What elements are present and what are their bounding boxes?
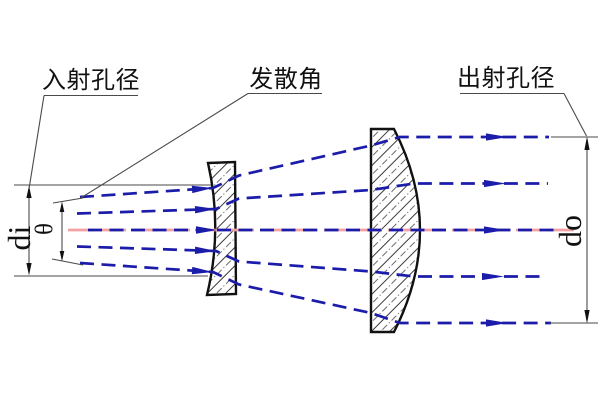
leader-line — [28, 95, 45, 190]
label-leaders — [28, 92, 587, 199]
entry-ray-arrowheads — [191, 185, 217, 275]
dimension-arrowhead — [59, 251, 65, 262]
angle-tick — [51, 258, 84, 266]
laser-ray-top — [79, 135, 549, 199]
dimension-arrowhead — [584, 310, 590, 324]
ray-arrowhead — [196, 226, 217, 234]
ray-arrowhead — [194, 246, 216, 255]
theta-label: θ — [32, 223, 59, 235]
entrance-diameter-label: di — [1, 225, 37, 250]
ray-arrowhead — [486, 133, 508, 141]
ray-arrowhead — [191, 185, 213, 194]
divergence-angle-label: 发散角 — [249, 66, 323, 93]
exit-diameter-label: do — [552, 215, 588, 247]
leader-line — [79, 93, 249, 199]
ray-arrowhead — [484, 179, 506, 188]
ray-arrowhead — [482, 272, 504, 281]
ray-arrowhead — [194, 205, 216, 214]
ray-arrowhead — [191, 266, 213, 275]
laser-ray-bottom — [79, 261, 551, 325]
ray-arrowhead — [486, 319, 508, 327]
exit-diameter-dimension — [549, 136, 598, 324]
dimension-arrowhead — [59, 201, 65, 212]
leader-line — [563, 93, 587, 137]
divergence-angle-dimension — [51, 197, 84, 266]
exit-aperture-label: 出射孔径 — [457, 65, 555, 92]
entrance-diameter-dimension — [14, 184, 211, 277]
ray-arrowhead — [484, 226, 506, 234]
laser-ray-lower — [76, 245, 543, 278]
angle-tick — [52, 197, 84, 204]
dimension-arrowhead — [584, 136, 590, 150]
exit-ray-arrowheads — [482, 133, 508, 327]
entrance-aperture-label: 入射孔径 — [42, 67, 140, 94]
dimension-arrowhead — [26, 185, 32, 198]
laser-ray-upper — [76, 182, 548, 215]
diverging-lens — [205, 160, 238, 297]
laser-rays — [76, 135, 560, 325]
dimension-arrowhead — [26, 263, 32, 276]
